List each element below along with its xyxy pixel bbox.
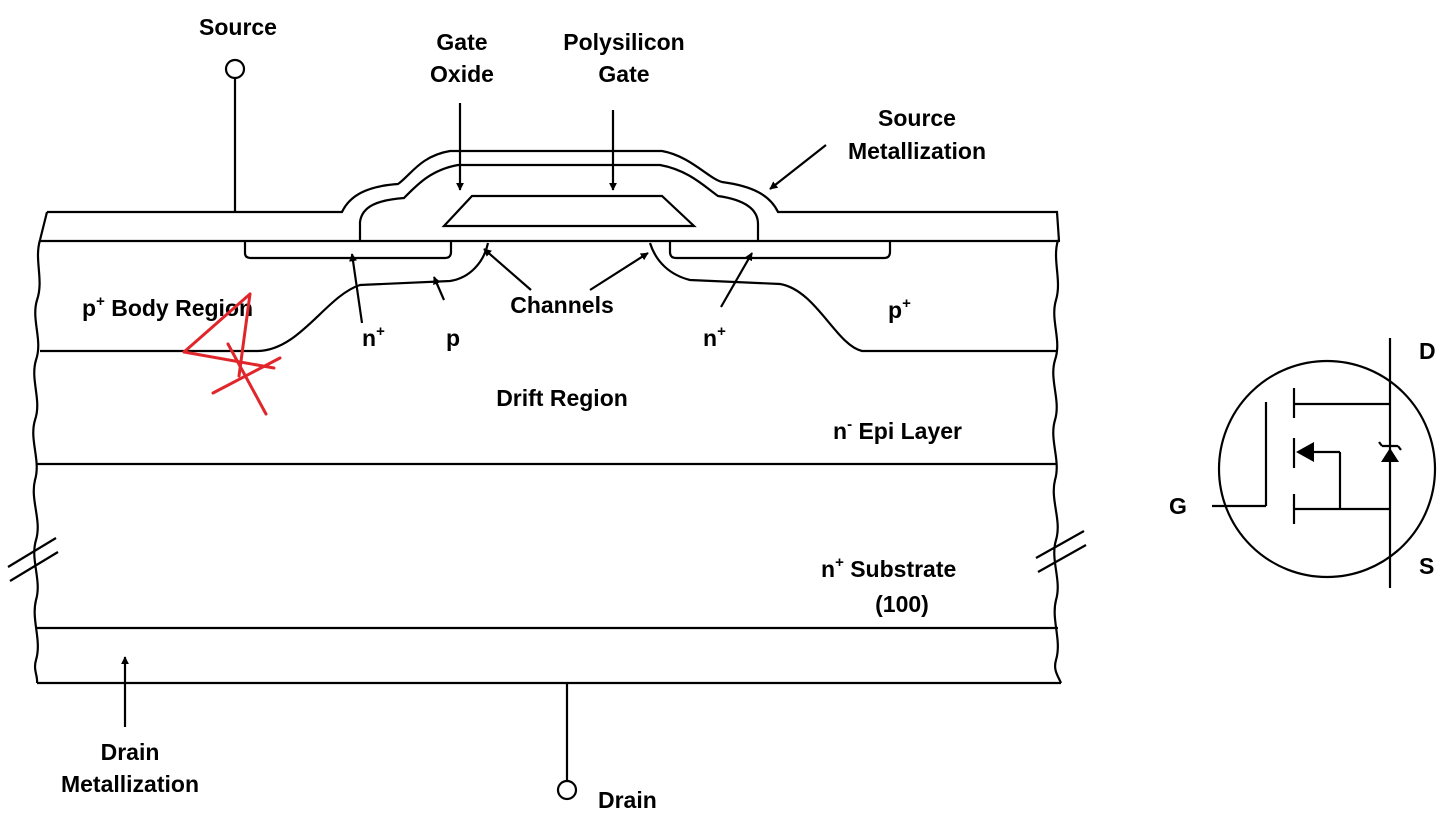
left-break-edge	[32, 239, 42, 684]
source-metallization	[47, 149, 1061, 242]
polysilicon-gate-label-line2: Gate	[598, 61, 649, 87]
symbol-diode-bar	[1378, 441, 1402, 451]
gate-oxide-label-line2: Oxide	[430, 61, 494, 87]
diagram-labels: Source Gate Oxide Polysilicon Gate Sourc…	[61, 14, 986, 813]
annotation-triangle-top	[182, 292, 252, 354]
mosfet-symbol: D G S	[1169, 338, 1437, 588]
body-diode-annotation	[182, 292, 282, 416]
p-well-label: p	[446, 325, 460, 351]
symbol-gate-pin-label: G	[1169, 493, 1187, 519]
source-metallization-arrow	[769, 144, 827, 190]
p-plus-right-label: p+	[888, 295, 911, 323]
drain-metallization-label-line2: Metallization	[61, 771, 199, 797]
annotation-triangle-bottom	[182, 350, 276, 370]
drift-region-label: Drift Region	[496, 385, 628, 411]
n-plus-left-arrow	[349, 253, 364, 324]
gate-oxide-contour	[358, 163, 760, 241]
polysilicon-gate	[441, 194, 697, 228]
device-cross-section	[7, 58, 1087, 801]
pointer-arrows	[121, 103, 827, 727]
annotation-triangle-side	[237, 292, 252, 378]
symbol-source-pin-label: S	[1419, 553, 1434, 579]
right-break-edge	[1052, 239, 1063, 684]
drain-terminal	[556, 779, 578, 801]
annotation-lead	[226, 342, 268, 416]
epi-layer-label: n- Epi Layer	[833, 416, 962, 444]
p-body-region-label: p+ Body Region	[82, 293, 253, 321]
symbol-circle	[1217, 359, 1437, 579]
n-plus-source-left	[243, 241, 453, 260]
channel-left-arrow	[483, 248, 532, 291]
drain-metallization-label-line1: Drain	[101, 739, 160, 765]
gate-oxide-label-line1: Gate	[436, 29, 487, 55]
n-plus-right-label: n+	[703, 323, 726, 351]
polysilicon-gate-label-line1: Polysilicon	[563, 29, 684, 55]
drain-label: Drain	[598, 787, 657, 813]
substrate-label: n+ Substrate	[821, 554, 956, 582]
source-label: Source	[199, 14, 277, 40]
symbol-drain-pin-label: D	[1419, 338, 1436, 364]
substrate-orientation-label: (100)	[875, 591, 929, 617]
source-metallization-label-line2: Metallization	[848, 138, 986, 164]
n-plus-source-right	[668, 241, 892, 260]
p-body-junction	[40, 242, 1057, 353]
symbol-body-diode	[1381, 448, 1399, 462]
break-mark-right	[1035, 530, 1087, 573]
channel-right-arrow	[589, 252, 649, 291]
source-metallization-label-line1: Source	[878, 105, 956, 131]
source-terminal	[224, 58, 246, 80]
p-well-arrow	[432, 276, 446, 301]
n-plus-left-label: n+	[362, 323, 385, 351]
symbol-body-arrow	[1296, 442, 1314, 462]
n-plus-right-arrow	[720, 252, 753, 308]
break-mark-left	[7, 537, 59, 582]
source-metal-left-end	[38, 211, 49, 241]
channels-label: Channels	[510, 292, 614, 318]
